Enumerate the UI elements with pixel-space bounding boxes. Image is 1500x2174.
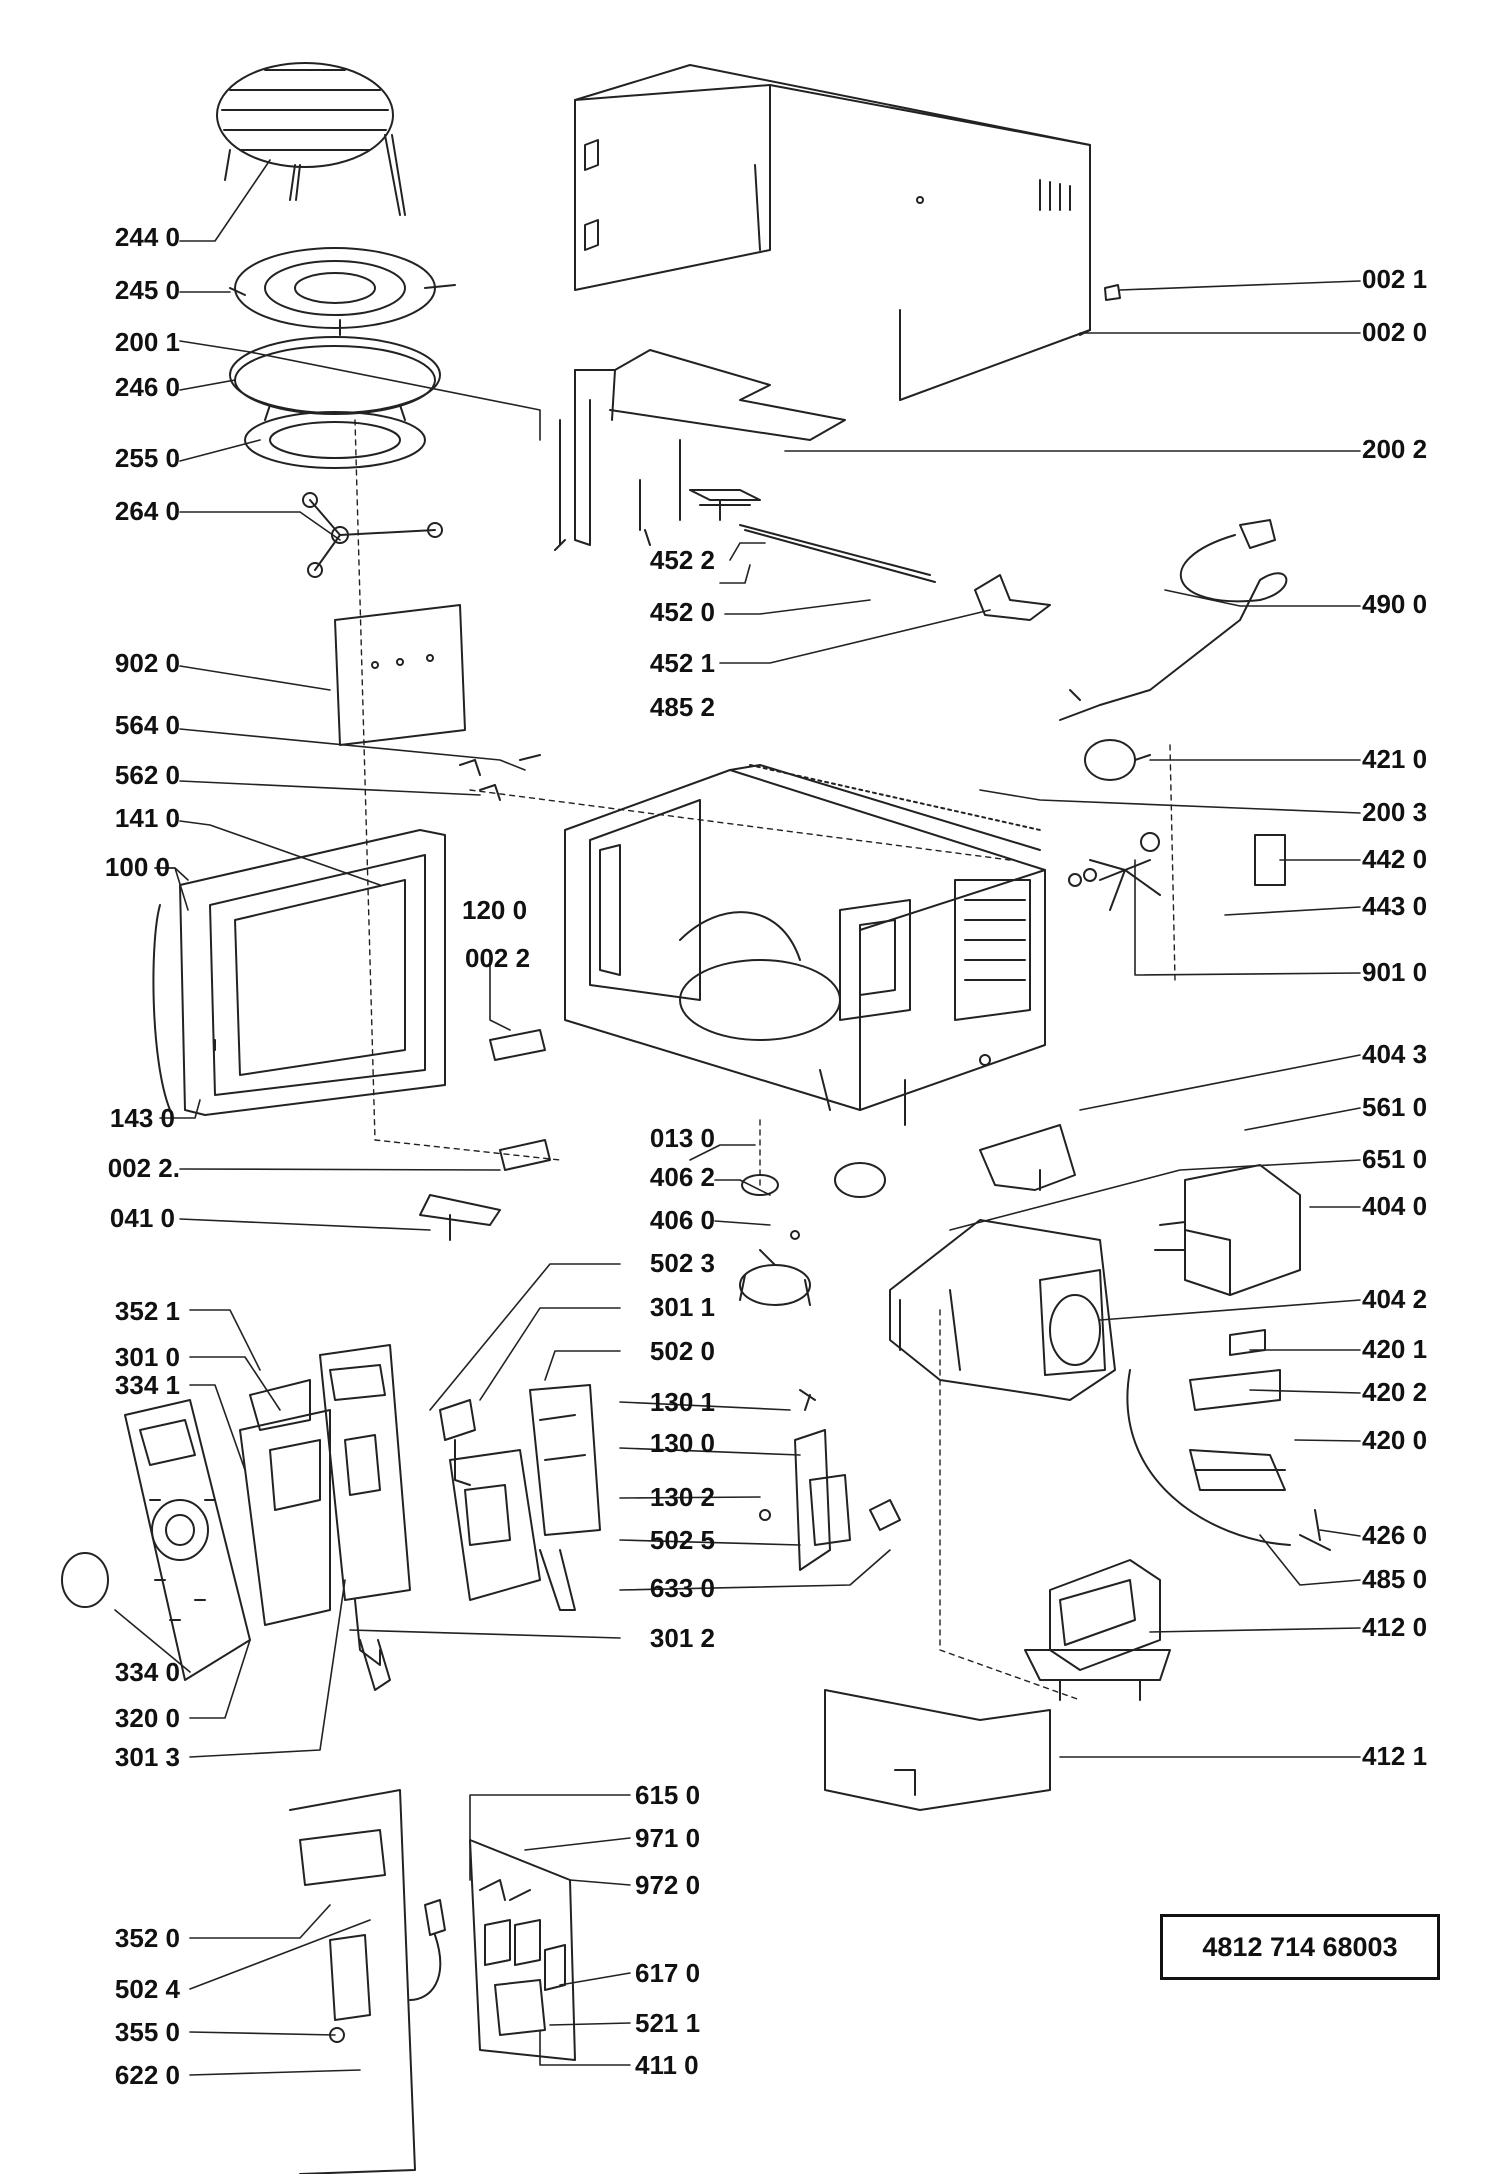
part-label-002-0: 002 0 [1362,317,1428,347]
part-label-490-0: 490 0 [1362,589,1428,619]
part-label-406-0: 406 0 [649,1205,715,1235]
part-label-420-1: 420 1 [1362,1334,1428,1364]
part-label-485-2: 485 2 [649,692,715,722]
part-label-002-1: 002 1 [1362,264,1428,294]
part-label-972-0: 972 0 [635,1870,701,1900]
outer-cabinet-drawing [574,64,1121,401]
coupler-drawing [302,492,443,578]
part-label-264-0: 264 0 [114,496,180,526]
part-label-301-1: 301 1 [649,1292,715,1322]
part-label-244-0: 244 0 [114,222,180,252]
part-label-301-3: 301 3 [114,1742,180,1772]
part-label-452-1: 452 1 [649,648,715,678]
part-label-411-0: 411 0 [635,2050,699,2080]
part-label-200-2: 200 2 [1362,434,1428,464]
leader-lines [114,159,1361,2076]
part-label-130-1: 130 1 [649,1387,715,1417]
part-label-521-1: 521 1 [635,2008,701,2038]
grill-rack-drawing [216,62,406,216]
part-label-615-0: 615 0 [635,1780,701,1810]
part-label-971-0: 971 0 [635,1823,701,1853]
part-label-404-0: 404 0 [1362,1191,1428,1221]
part-label-352-0: 352 0 [114,1923,180,1953]
document-code-box: 4812 714 68003 [1160,1914,1440,1980]
part-label-502-4: 502 4 [114,1974,180,2004]
part-label-901-0: 901 0 [1362,957,1428,987]
turntable-motor-drawing [739,1162,886,1306]
part-label-420-0: 420 0 [1362,1425,1428,1455]
part-label-200-1: 200 1 [114,327,180,357]
part-label-426-0: 426 0 [1362,1520,1428,1550]
door-drawing [152,604,551,1241]
part-label-404-3: 404 3 [1362,1039,1428,1069]
part-label-502-0: 502 0 [649,1336,715,1366]
relay-pcb-drawing [469,1839,576,2061]
part-label-651-0: 651 0 [1362,1144,1428,1174]
part-label-013-0: 013 0 [649,1123,715,1153]
part-label-200-3: 200 3 [1362,797,1428,827]
part-label-255-0: 255 0 [114,443,180,473]
part-label-320-0: 320 0 [114,1703,180,1733]
part-label-002-2-lower: 002 2. [107,1153,180,1183]
part-label-404-2: 404 2 [1362,1284,1428,1314]
part-label-452-0: 452 0 [649,597,715,627]
roller-ring-drawing [229,247,456,336]
part-label-406-2: 406 2 [649,1162,715,1192]
part-label-633-0: 633 0 [649,1573,715,1603]
part-label-245-0: 245 0 [114,275,180,305]
part-label-141-0: 141 0 [114,803,180,833]
door-switch-drawing [759,1389,901,1571]
part-label-041-0: 041 0 [109,1203,175,1233]
part-label-246-0: 246 0 [114,372,180,402]
part-label-130-2: 130 2 [649,1482,715,1512]
part-label-502-3: 502 3 [649,1248,715,1278]
part-label-412-1: 412 1 [1362,1741,1428,1771]
part-label-334-1: 334 1 [114,1370,180,1400]
fan-motor-drawing [1068,739,1286,911]
waveguide-cover-drawing [554,349,846,551]
part-label-452-2: 452 2 [649,545,715,575]
part-label-485-0: 485 0 [1362,1564,1428,1594]
support-ring-drawing [244,411,426,469]
part-label-420-2: 420 2 [1362,1377,1428,1407]
part-label-120-0: 120 0 [462,895,528,925]
part-label-143-0: 143 0 [109,1103,175,1133]
part-label-421-0: 421 0 [1362,744,1428,774]
display-pcb-drawing [289,1789,446,2174]
oven-cavity-drawing [564,764,1046,1126]
part-label-622-0: 622 0 [114,2060,180,2090]
part-label-352-1: 352 1 [114,1296,180,1326]
power-cord-drawing [1059,519,1288,721]
hv-area-drawing [824,1124,1331,1811]
part-label-561-0: 561 0 [1362,1092,1428,1122]
part-label-443-0: 443 0 [1362,891,1428,921]
part-label-562-0: 562 0 [114,760,180,790]
part-label-617-0: 617 0 [635,1958,701,1988]
part-label-130-0: 130 0 [649,1428,715,1458]
part-label-442-0: 442 0 [1362,844,1428,874]
part-label-334-0: 334 0 [114,1657,180,1687]
control-panel-drawing [61,1344,601,1691]
part-label-301-0: 301 0 [114,1342,180,1372]
part-label-100-0: 100 0 [104,852,170,882]
part-label-564-0: 564 0 [114,710,180,740]
part-label-902-0: 902 0 [114,648,180,678]
part-label-002-2-upper: 002 2 [465,943,531,973]
glass-tray-drawing [229,336,441,421]
part-label-301-2: 301 2 [649,1623,715,1653]
part-label-355-0: 355 0 [114,2017,180,2047]
part-label-412-0: 412 0 [1362,1612,1428,1642]
lamp-holder-parts-drawing [689,489,1051,621]
part-label-502-5: 502 5 [649,1525,715,1555]
dashed-assembly-lines [354,419,1176,1701]
